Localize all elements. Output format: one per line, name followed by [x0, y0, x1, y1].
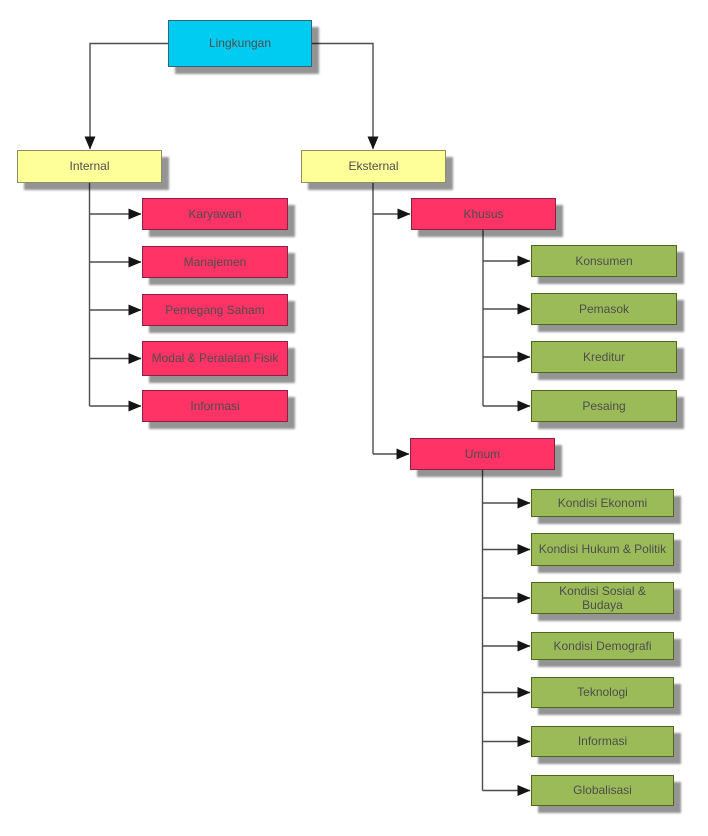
node-konsumen: Konsumen	[531, 245, 677, 277]
connector-root-internal	[84, 42, 168, 150]
node-karyawan: Karyawan	[142, 198, 288, 230]
node-khusus: Khusus	[411, 198, 556, 230]
node-kreditur: Kreditur	[531, 341, 677, 373]
node-modal-peralatan-fisik: Modal & Peralatan Fisik	[142, 341, 288, 376]
node-globalisasi: Globalisasi	[531, 775, 674, 806]
node-umum: Umum	[410, 438, 555, 470]
node-pesaing: Pesaing	[531, 390, 677, 422]
node-informasi-umum: Informasi	[531, 726, 674, 757]
node-teknologi: Teknologi	[531, 677, 674, 708]
node-kondisi-sosial-budaya: Kondisi Sosial & Budaya	[531, 582, 674, 614]
node-kondisi-hukum-politik: Kondisi Hukum & Politik	[531, 533, 674, 566]
node-pemasok: Pemasok	[531, 293, 677, 325]
connector-root-eksternal	[312, 42, 379, 150]
node-pemegang-saham: Pemegang Saham	[142, 294, 288, 326]
node-informasi-internal: Informasi	[142, 390, 288, 422]
node-eksternal: Eksternal	[301, 150, 446, 183]
node-kondisi-ekonomi: Kondisi Ekonomi	[531, 489, 674, 517]
node-lingkungan: Lingkungan	[168, 20, 312, 67]
node-manajemen: Manajemen	[142, 246, 288, 278]
node-kondisi-demografi: Kondisi Demografi	[531, 632, 674, 660]
node-internal: Internal	[17, 150, 162, 183]
